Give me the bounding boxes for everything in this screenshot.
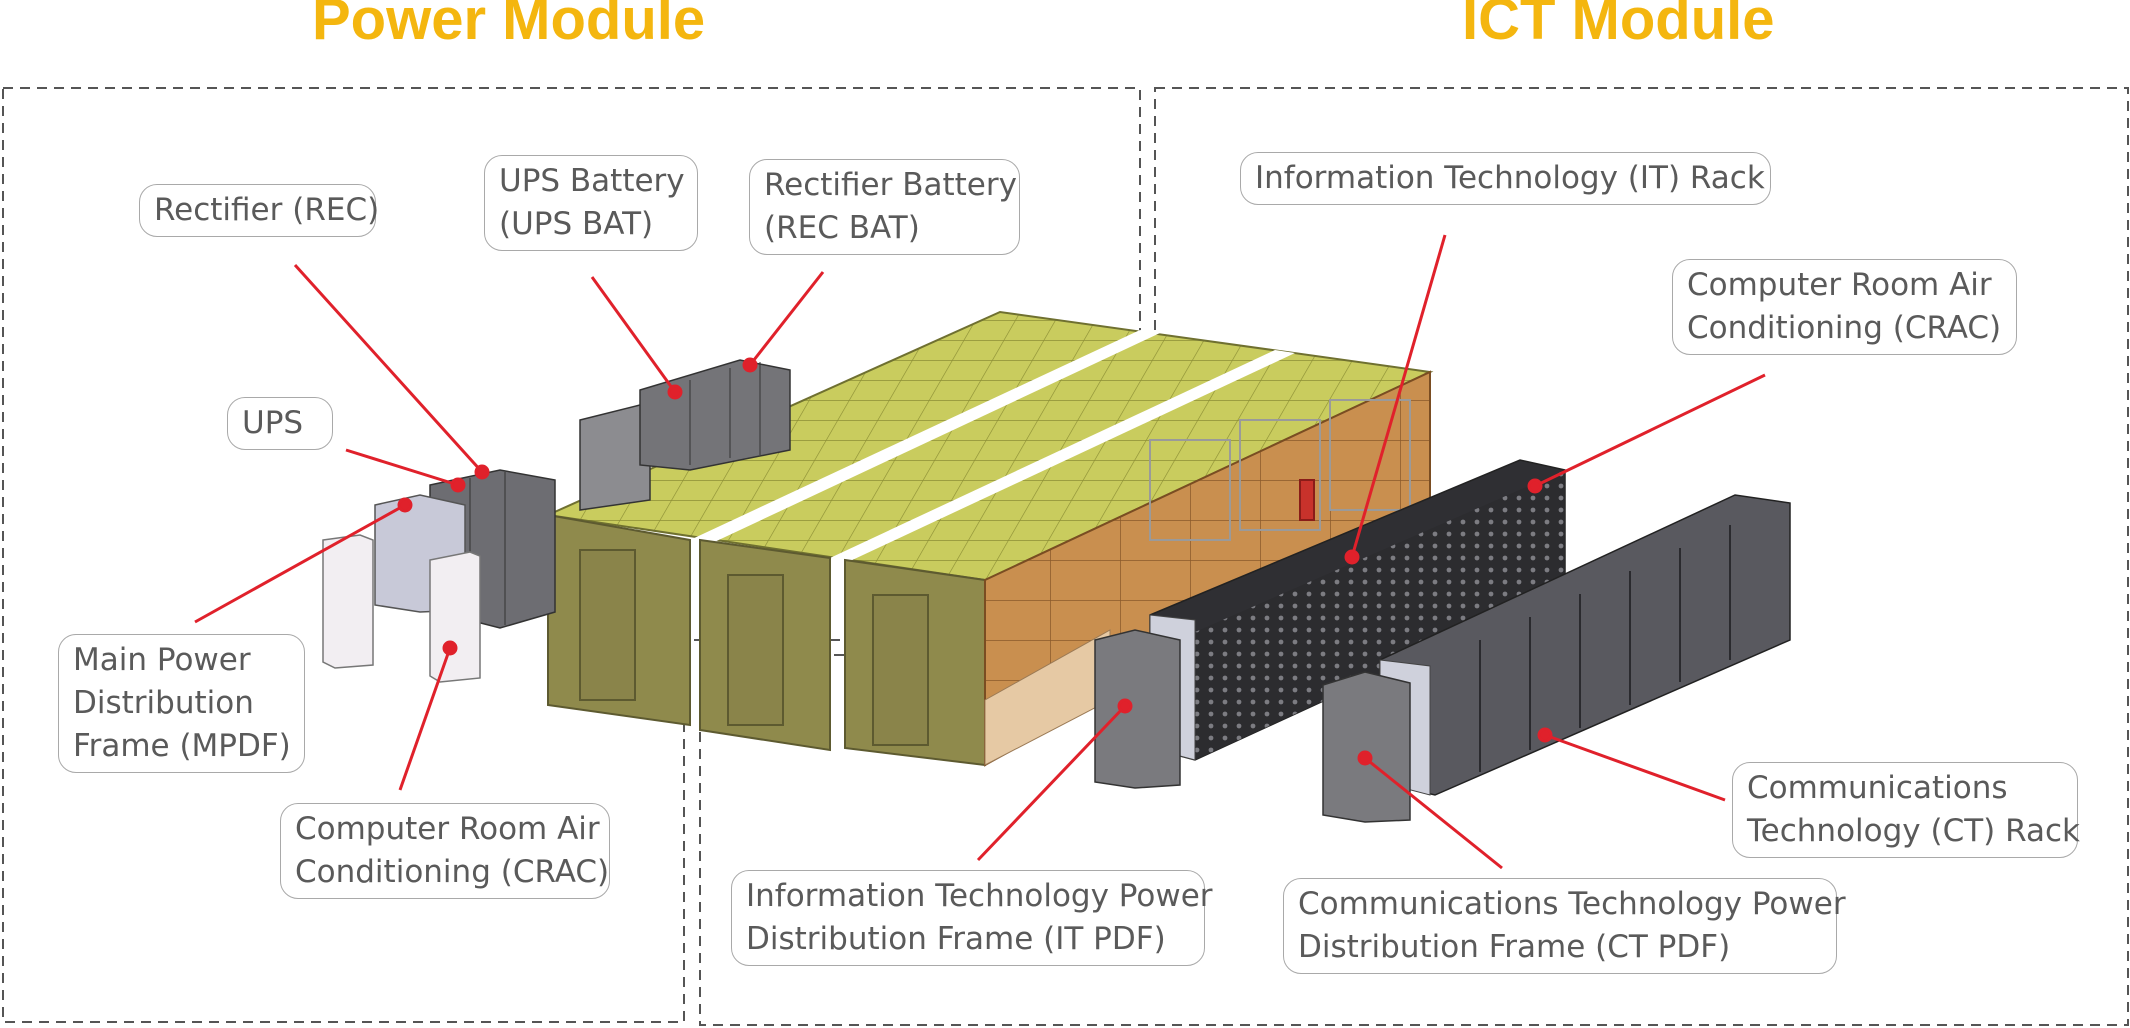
power-module-title: Power Module <box>312 0 706 52</box>
label-rectifier-battery: Rectifier Battery(REC BAT) <box>749 159 1020 255</box>
container-roof <box>544 310 1434 582</box>
label-rectifier: Rectifier (REC) <box>139 184 379 237</box>
container-glass-end <box>1149 399 1411 541</box>
crac-units-power <box>322 534 481 683</box>
label-ups-battery: UPS Battery(UPS BAT) <box>484 155 698 251</box>
container-left-wall <box>547 513 986 767</box>
label-ups: UPS <box>227 397 333 450</box>
ict-module-title: ICT Module <box>1462 0 1775 52</box>
ict-module-boundary <box>699 87 2129 1026</box>
ct-pdf-cabinet <box>1322 671 1411 823</box>
it-pdf-cabinet <box>1094 629 1181 789</box>
leader-lines <box>194 234 1766 870</box>
label-it-rack: Information Technology (IT) Rack <box>1240 152 1771 205</box>
